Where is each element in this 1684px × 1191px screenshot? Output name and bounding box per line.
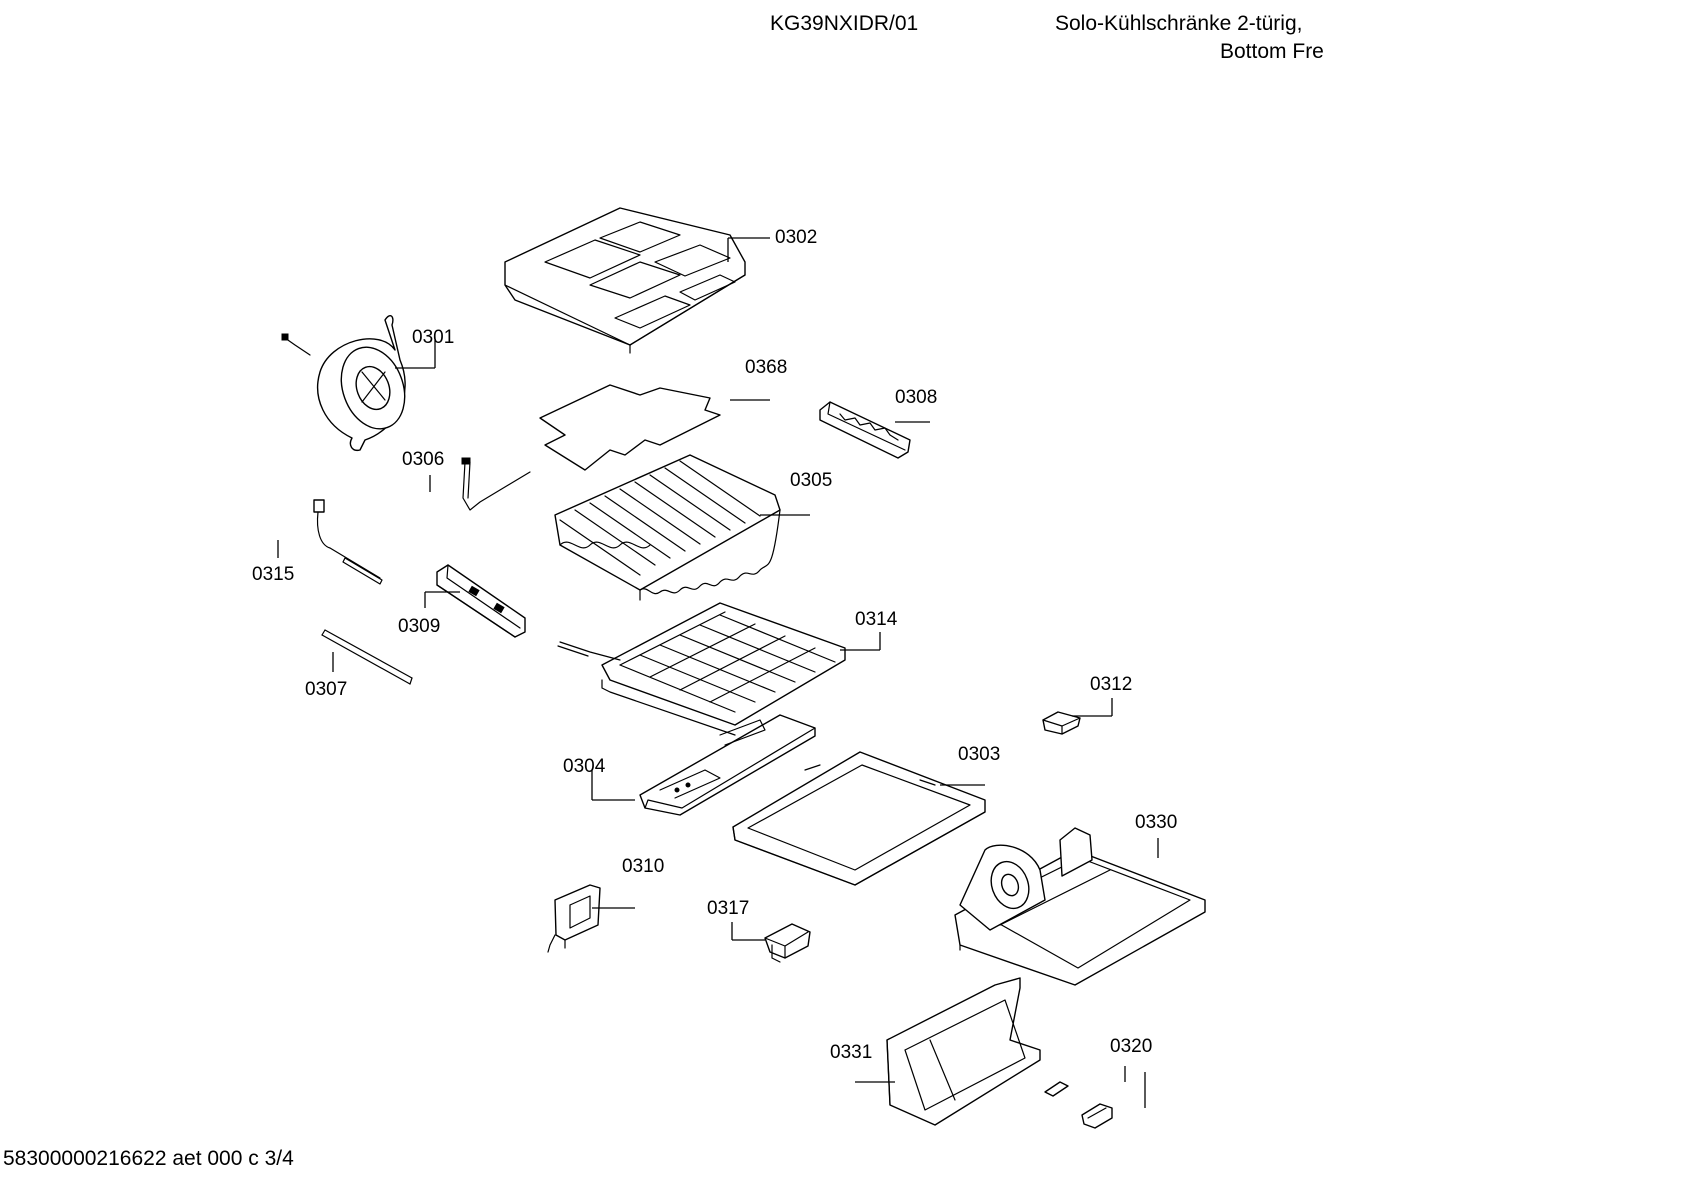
part-0330-base-tray[interactable]: [954, 827, 1206, 986]
part-0368-sheet[interactable]: [539, 384, 721, 471]
part-0302-cover[interactable]: [504, 207, 746, 354]
part-0301-fan[interactable]: [281, 315, 416, 452]
part-0305-evaporator[interactable]: [554, 454, 781, 601]
part-label-0331[interactable]: 0331: [830, 1042, 872, 1063]
part-label-0330[interactable]: 0330: [1135, 812, 1177, 833]
part-label-0303[interactable]: 0303: [958, 744, 1000, 765]
appliance-description-continued: Bottom Fre: [1220, 40, 1324, 62]
part-label-0320[interactable]: 0320: [1110, 1036, 1152, 1057]
appliance-description: Solo-Kühlschränke 2-türig,: [1055, 12, 1303, 35]
part-0312-cap[interactable]: [1042, 711, 1081, 735]
part-0315-sensor[interactable]: [313, 499, 383, 585]
part-label-0317[interactable]: 0317: [707, 898, 749, 919]
part-0310-bracket[interactable]: [547, 884, 601, 953]
part-label-0308[interactable]: 0308: [895, 387, 937, 408]
part-0307-rod[interactable]: [321, 629, 413, 685]
part-label-0305[interactable]: 0305: [790, 470, 832, 491]
part-label-0314[interactable]: 0314: [855, 609, 898, 630]
model-number: KG39NXIDR/01: [770, 12, 919, 35]
part-label-0315[interactable]: 0315: [252, 564, 294, 585]
part-0320-pin-holder[interactable]: [1044, 1081, 1113, 1129]
part-0303-tray[interactable]: [732, 751, 986, 886]
part-0306-heater[interactable]: [461, 457, 531, 511]
part-label-0309[interactable]: 0309: [398, 616, 440, 637]
part-0314-heating-mat[interactable]: [557, 602, 846, 736]
part-label-0301[interactable]: 0301: [412, 327, 454, 348]
part-0331-cover-plate[interactable]: [886, 977, 1041, 1126]
part-0317-clip[interactable]: [764, 923, 811, 963]
part-0304-channel[interactable]: [639, 714, 816, 816]
part-label-0304[interactable]: 0304: [563, 756, 606, 777]
part-label-0310[interactable]: 0310: [622, 856, 664, 877]
part-label-0368[interactable]: 0368: [745, 357, 787, 378]
part-label-0302[interactable]: 0302: [775, 227, 817, 248]
part-0308-bar[interactable]: [819, 401, 911, 459]
part-label-0307[interactable]: 0307: [305, 679, 347, 700]
part-label-0312[interactable]: 0312: [1090, 674, 1132, 695]
document-reference: 58300000216622 aet 000 c 3/4: [3, 1147, 294, 1170]
part-label-0306[interactable]: 0306: [402, 449, 444, 470]
part-0309-duct[interactable]: [436, 564, 526, 638]
